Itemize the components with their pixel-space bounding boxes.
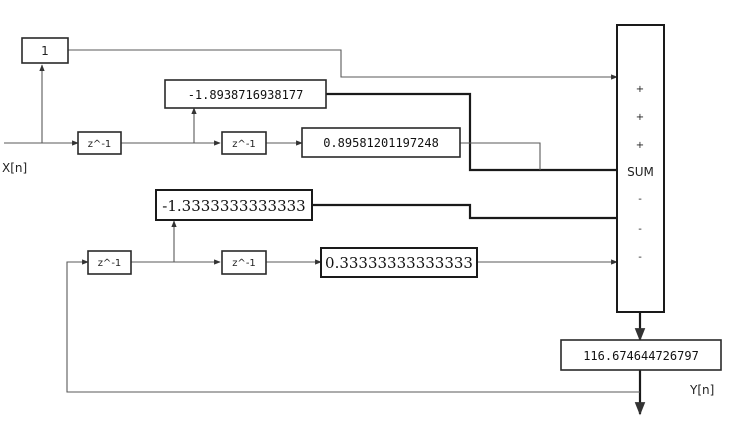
- gain-block-x-label: 1: [41, 44, 49, 58]
- sum-sign-1: +: [636, 84, 644, 95]
- delay-block-y2[interactable]: z^-1: [221, 250, 267, 275]
- delay-block-x2-label: z^-1: [232, 139, 256, 150]
- gain-block-x[interactable]: 1: [21, 37, 69, 64]
- output-gain-block-label: 116.674644726797: [583, 349, 699, 363]
- wire-feedback: [66, 259, 640, 393]
- gain-block-a1-label: -1.3333333333333: [162, 197, 305, 215]
- gain-block-a2[interactable]: 0.33333333333333: [320, 247, 478, 278]
- sum-sign-2: +: [636, 112, 644, 123]
- gain-block-b1[interactable]: -1.8938716938177: [164, 79, 327, 109]
- input-label: X[n]: [2, 161, 27, 175]
- gain-block-b2[interactable]: 0.89581201197248: [301, 127, 461, 158]
- delay-block-x1-label: z^-1: [88, 139, 112, 150]
- gain-block-b1-label: -1.8938716938177: [188, 88, 304, 102]
- wire-gain-b2-to-sum: [460, 142, 541, 170]
- wire-gain1-to-sum: [68, 49, 618, 80]
- delay-block-x2[interactable]: z^-1: [221, 131, 267, 155]
- delay-block-y1[interactable]: z^-1: [87, 250, 132, 275]
- delay-block-y2-label: z^-1: [232, 258, 256, 269]
- gain-block-a2-label: 0.33333333333333: [325, 254, 473, 272]
- sum-sign-5: -: [638, 224, 642, 235]
- wires: [4, 49, 646, 416]
- sum-sign-4: -: [638, 194, 642, 205]
- sum-block-label: SUM: [627, 165, 654, 179]
- output-label: Y[n]: [689, 383, 714, 397]
- sum-sign-6: -: [638, 252, 642, 263]
- sum-sign-3: +: [636, 140, 644, 151]
- output-gain-block[interactable]: 116.674644726797: [560, 339, 722, 371]
- gain-block-a1[interactable]: -1.3333333333333: [155, 189, 313, 221]
- delay-block-x1[interactable]: z^-1: [77, 131, 122, 155]
- gain-block-b2-label: 0.89581201197248: [323, 136, 439, 150]
- wire-gain-a1-to-sum: [312, 203, 617, 220]
- wire-gain-b1-to-sum: [326, 92, 617, 172]
- delay-block-y1-label: z^-1: [98, 258, 122, 269]
- sum-block[interactable]: SUM + + + - - -: [616, 24, 665, 313]
